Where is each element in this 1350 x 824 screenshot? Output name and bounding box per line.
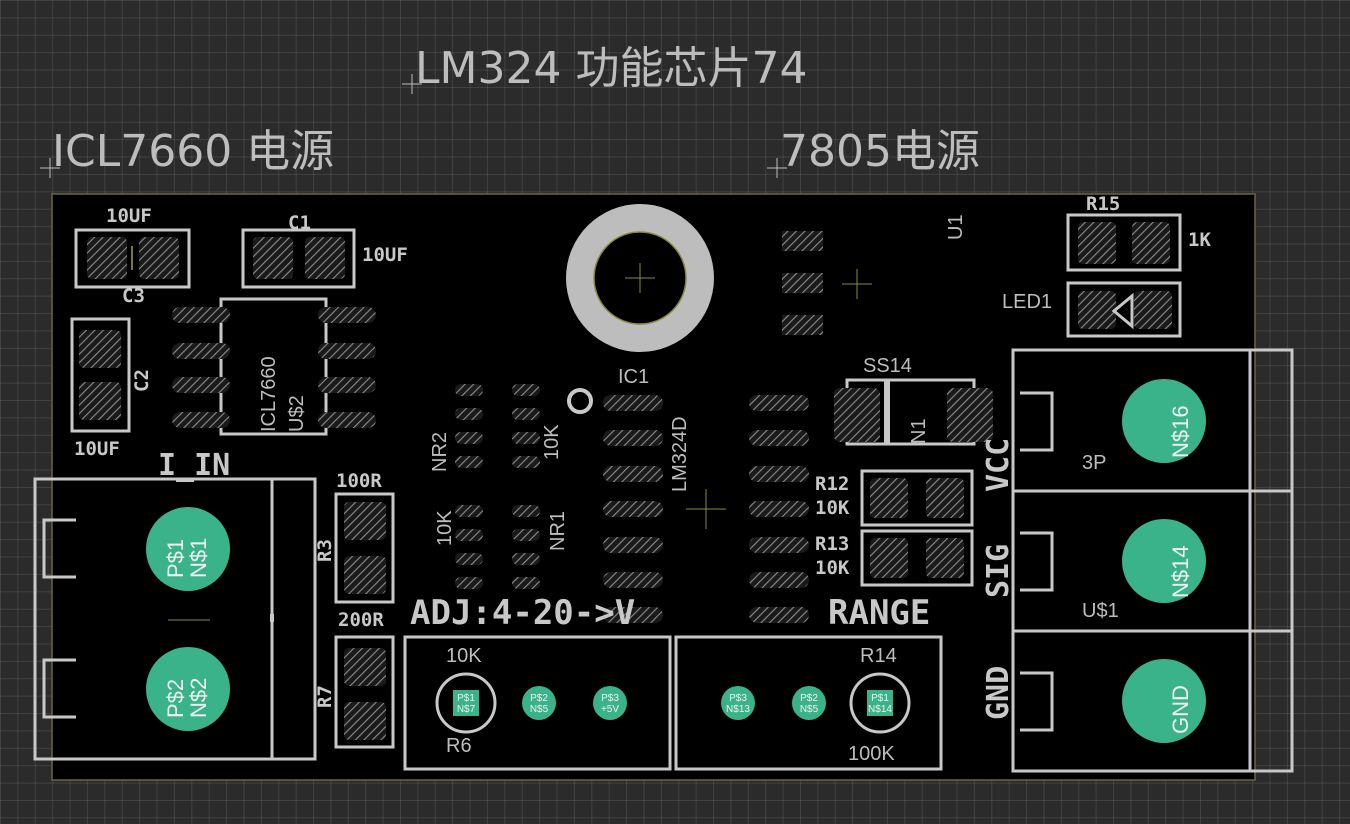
icl7660-label: ICL7660	[258, 356, 280, 432]
nr1-value: 10K	[434, 510, 456, 546]
n1-label: N1	[908, 418, 930, 444]
capacitor-c3[interactable]	[74, 228, 191, 289]
r3-label: R3	[314, 539, 336, 562]
pin-p1-bot: N$1	[186, 538, 211, 578]
r3-value: 100R	[336, 470, 382, 492]
gnd-label: GND	[981, 666, 1016, 720]
pin-r14-1-bot: N$14	[868, 704, 892, 715]
pad-gnd[interactable]	[1122, 659, 1206, 743]
pad-r14-1[interactable]	[867, 690, 893, 716]
pin-p2-bot: N$2	[186, 678, 211, 718]
chip-icl7660[interactable]	[172, 297, 376, 436]
trimmer-r14[interactable]	[674, 635, 943, 771]
pin-r14-3-top: P$3	[729, 693, 747, 704]
title-lm324: LM324 功能芯片74	[415, 43, 807, 94]
led-led1[interactable]	[1066, 281, 1182, 338]
r13-label: R13	[815, 533, 849, 555]
r14-value: 100K	[848, 743, 895, 765]
resistor-network-nr2[interactable]	[455, 384, 540, 468]
pad-sig[interactable]	[1122, 519, 1206, 603]
pin1-marker	[567, 388, 593, 414]
nr1-label: NR1	[547, 511, 569, 551]
c1-label: C1	[288, 212, 311, 234]
3p-label: 3P	[1082, 452, 1106, 474]
c3-value: 10UF	[106, 205, 152, 227]
pin-r6-3-bot: +5V	[601, 704, 619, 715]
pad-vcc[interactable]	[1122, 379, 1206, 463]
pad-r6-2[interactable]	[522, 686, 556, 720]
pin-sig: N$14	[1168, 545, 1193, 598]
pin-gnd: GND	[1168, 685, 1193, 734]
pad-r14-2[interactable]	[792, 686, 826, 720]
regulator-u1[interactable]	[782, 231, 823, 335]
trimmer-r6[interactable]	[403, 635, 672, 771]
pin-r14-1-top: P$1	[871, 693, 889, 704]
vcc-label: VCC	[981, 438, 1016, 492]
pin-r6-2-top: P$2	[530, 693, 548, 704]
pin-r14-3-bot: N$13	[726, 704, 750, 715]
pad-r6-1[interactable]	[453, 690, 479, 716]
title-origin-marks	[40, 74, 787, 178]
c2-value: 10UF	[74, 438, 120, 460]
r7-value: 200R	[338, 609, 384, 631]
lm324d-label: LM324D	[669, 416, 691, 492]
resistor-r15[interactable]	[1066, 213, 1182, 272]
c3-label: C3	[122, 285, 145, 307]
adj-label: ADJ:4-20->V	[410, 593, 635, 633]
pad-r14-3[interactable]	[721, 686, 755, 720]
pin-r6-3-top: P$3	[601, 693, 619, 704]
c2-label: C2	[131, 369, 153, 392]
r6-label: R6	[446, 735, 472, 757]
r7-label: R7	[314, 685, 336, 708]
pin-r14-2-top: P$2	[800, 693, 818, 704]
c1-value: 10UF	[362, 244, 408, 266]
pad-i-in-1[interactable]	[146, 507, 230, 591]
i-in-pin-marks	[270, 614, 274, 622]
pin-vcc: N$16	[1168, 405, 1193, 458]
u1-origin	[842, 269, 872, 299]
connector-3p[interactable]	[1011, 348, 1294, 773]
mounting-hole	[566, 204, 714, 352]
diode-ss14[interactable]	[834, 378, 993, 446]
range-label: RANGE	[828, 593, 930, 633]
i-in-label: I_IN	[158, 448, 230, 483]
sig-label: SIG	[981, 544, 1016, 598]
r13-value: 10K	[815, 557, 850, 579]
pad-r6-3[interactable]	[593, 686, 627, 720]
title-7805: 7805电源	[780, 126, 980, 177]
pin-r14-2-bot: N$5	[800, 704, 819, 715]
nr2-label: NR2	[429, 432, 451, 472]
us2-label: U$2	[286, 395, 308, 432]
us1-label: U$1	[1082, 600, 1119, 622]
r6-value: 10K	[446, 645, 482, 667]
capacitor-c1[interactable]	[241, 228, 356, 289]
led1-label: LED1	[1002, 291, 1052, 313]
pin-r6-1-bot: N$7	[457, 704, 476, 715]
pin-r6-2-bot: N$5	[530, 704, 549, 715]
r12-label: R12	[815, 473, 849, 495]
r15-value: 1K	[1188, 229, 1211, 251]
resistor-r12[interactable]	[860, 469, 974, 527]
ss14-label: SS14	[863, 355, 912, 377]
r12-value: 10K	[815, 497, 850, 519]
ic1-label: IC1	[618, 366, 649, 388]
r15-label: R15	[1086, 193, 1120, 215]
resistor-network-nr1[interactable]	[455, 505, 540, 589]
capacitor-c2[interactable]	[70, 317, 131, 433]
resistor-r3[interactable]	[334, 492, 395, 604]
ic1-origin	[686, 489, 726, 529]
resistor-r13[interactable]	[860, 529, 974, 587]
pin-p2-top: P$2	[163, 679, 188, 718]
resistor-r7[interactable]	[334, 635, 395, 749]
nr2-value: 10K	[541, 424, 563, 460]
pin-p1-top: P$1	[163, 539, 188, 578]
u1-label: U1	[945, 214, 967, 240]
r14-label: R14	[860, 645, 897, 667]
title-icl7660: ICL7660 电源	[52, 126, 334, 177]
pin-r6-1-top: P$1	[457, 693, 475, 704]
chip-lm324[interactable]	[603, 395, 809, 623]
pad-i-in-2[interactable]	[146, 647, 230, 731]
